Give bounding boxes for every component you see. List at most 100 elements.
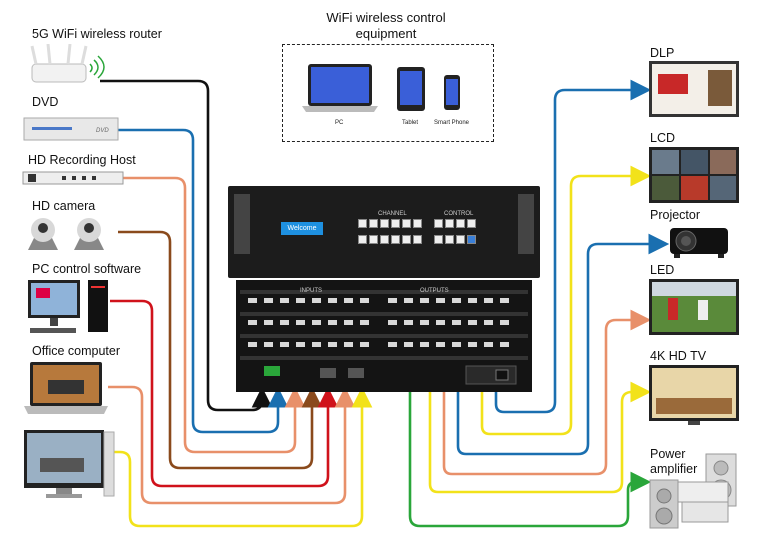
hdmi-port (420, 320, 429, 325)
control-button[interactable] (434, 219, 443, 228)
hdmi-port (420, 342, 429, 347)
camera-wire (118, 230, 323, 470)
office-computer-label: Office computer (32, 344, 121, 358)
amplifier-wire (408, 392, 652, 528)
amplifier-icon (649, 453, 737, 529)
control-button[interactable] (467, 219, 476, 228)
hdmi-port (404, 320, 413, 325)
hdmi-port (452, 298, 461, 303)
hdmi-port (264, 342, 273, 347)
control-button[interactable] (467, 235, 476, 244)
desktop-pc-icon (28, 280, 108, 333)
hdmi-port (280, 320, 289, 325)
control-button[interactable] (434, 235, 443, 244)
channel-button[interactable] (402, 235, 411, 244)
control-title-line2: equipment (355, 26, 417, 41)
hdmi-port (248, 298, 257, 303)
hdmi-port (360, 298, 369, 303)
control-title-line1: WiFi wireless control (326, 10, 446, 25)
dlp-wire (494, 79, 652, 414)
smartphone-icon (444, 75, 460, 110)
channel-button[interactable] (402, 219, 411, 228)
hdmi-port (344, 320, 353, 325)
projector-icon (670, 228, 728, 258)
dvd-player-icon: DVD (23, 117, 119, 141)
inputs-label: INPUTS (300, 288, 323, 294)
channel-button[interactable] (391, 235, 400, 244)
channel-button[interactable] (413, 235, 422, 244)
hdmi-port (296, 320, 305, 325)
hdmi-port (420, 298, 429, 303)
hdmi-port (360, 342, 369, 347)
smartphone-label: Smart Phone (434, 120, 470, 126)
dvd-label: DVD (32, 95, 59, 109)
tv-label: 4K HD TV (650, 349, 707, 363)
control-button[interactable] (456, 219, 465, 228)
led-screen-icon (649, 279, 739, 335)
hdmi-port (452, 320, 461, 325)
channel-button[interactable] (369, 235, 378, 244)
amplifier-label: Power amplifier (650, 447, 697, 477)
hdmi-port (328, 320, 337, 325)
hdmi-port (280, 298, 289, 303)
channel-button[interactable] (380, 219, 389, 228)
tv-icon (649, 365, 739, 425)
channel-button[interactable] (391, 219, 400, 228)
hdmi-port (468, 342, 477, 347)
hdmi-port (248, 320, 257, 325)
amplifier-label-line1: Power (650, 447, 686, 461)
channel-button[interactable] (358, 219, 367, 228)
hdmi-port (484, 298, 493, 303)
router-icon (30, 44, 105, 83)
monitor-icon (24, 430, 115, 498)
router-wire (100, 79, 273, 412)
channel-button[interactable] (413, 219, 422, 228)
channel-button[interactable] (380, 235, 389, 244)
matrix-switcher (228, 186, 540, 392)
camera-label: HD camera (32, 199, 96, 213)
hdmi-port (388, 320, 397, 325)
dlp-label: DLP (650, 46, 675, 60)
pc-software-wire (110, 299, 339, 488)
lcd-wall-icon (649, 147, 739, 203)
outputs-label: OUTPUTS (420, 288, 449, 294)
hdmi-port (344, 342, 353, 347)
hdmi-port (436, 342, 445, 347)
led-label: LED (650, 263, 675, 277)
recording-host-label: HD Recording Host (28, 153, 136, 167)
hdmi-port (328, 342, 337, 347)
hdmi-port (388, 298, 397, 303)
control-button[interactable] (445, 235, 454, 244)
svg-text:DVD: DVD (96, 128, 109, 134)
channel-button[interactable] (369, 219, 378, 228)
hdmi-port (312, 342, 321, 347)
amplifier-label-line2: amplifier (650, 462, 698, 476)
welcome-display: Welcome (281, 222, 323, 235)
hdmi-port (500, 320, 509, 325)
recording-host-wire (122, 176, 306, 454)
channel-button[interactable] (358, 235, 367, 244)
hdmi-port (404, 298, 413, 303)
pc-software-label: PC control software (32, 262, 142, 276)
hdmi-port (484, 342, 493, 347)
pc-label: PC (335, 120, 344, 126)
laptop-icon (24, 362, 108, 414)
tv-wire (428, 381, 652, 494)
dlp-screen-icon (649, 61, 739, 117)
control-button[interactable] (445, 219, 454, 228)
lcd-wire (480, 165, 652, 436)
hdmi-port (280, 342, 289, 347)
monitor-wire (112, 386, 373, 528)
recording-host-icon (22, 171, 124, 185)
hdmi-port (264, 320, 273, 325)
hdmi-port (468, 298, 477, 303)
control-button[interactable] (456, 235, 465, 244)
hdmi-port (296, 298, 305, 303)
hdmi-port (264, 298, 273, 303)
office-computer-wire (108, 385, 356, 505)
hdmi-port (484, 320, 493, 325)
tablet-icon (397, 67, 425, 111)
led-wire (442, 309, 652, 476)
hdmi-port (312, 320, 321, 325)
